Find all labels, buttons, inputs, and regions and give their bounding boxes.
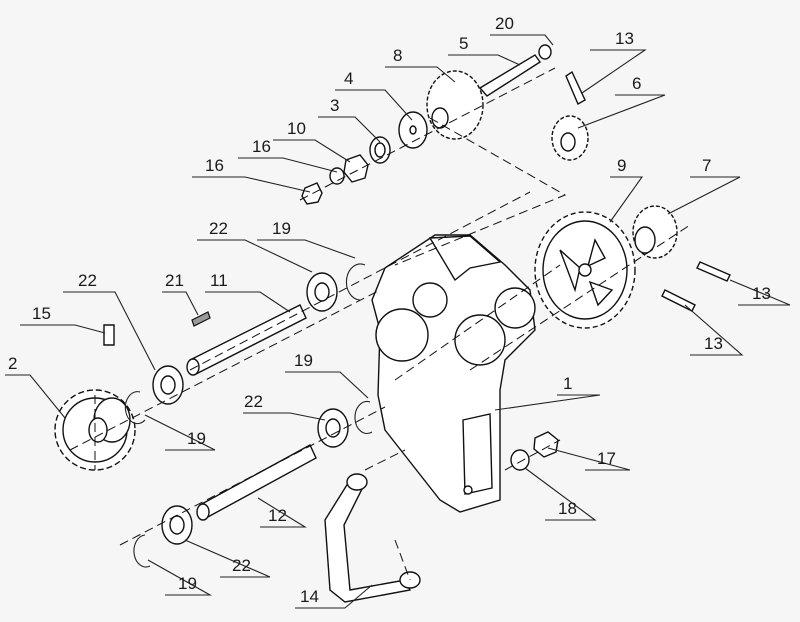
callout-leaders	[5, 34, 791, 609]
washer-part-18	[510, 449, 530, 471]
shaft-part-12	[196, 444, 317, 521]
callout-label: 5	[459, 34, 468, 53]
washer-part-3	[369, 136, 391, 164]
callout-label: 8	[393, 46, 402, 65]
gear-part-7	[632, 205, 678, 259]
callout-label: 19	[187, 429, 206, 448]
callout-label: 18	[558, 499, 577, 518]
shaft-part-11	[186, 304, 307, 376]
callout-label: 22	[209, 219, 228, 238]
split-pin-part-13	[661, 289, 696, 312]
callout-label: 13	[615, 29, 634, 48]
callout-labels: 20 5 13 8 4 6 3 10 16 16 9 7 22 19 22 21…	[8, 14, 771, 606]
callout-label: 21	[165, 271, 184, 290]
callout-label: 22	[232, 556, 251, 575]
large-gear-part-9	[534, 211, 636, 329]
callout-label: 15	[32, 304, 51, 323]
bearing-part-22	[161, 505, 193, 545]
nut-part-16	[301, 167, 345, 205]
callout-label: 20	[495, 14, 514, 33]
washer-part-4	[398, 111, 428, 149]
nut-part-17	[533, 431, 559, 458]
callout-label: 4	[344, 69, 353, 88]
assembly-axes	[69, 67, 691, 581]
circlip-part-19	[124, 391, 146, 425]
key-part-21	[191, 311, 211, 327]
callout-label: 19	[294, 351, 313, 370]
bearing-part-22	[317, 408, 349, 448]
bracket-part-1	[371, 234, 536, 513]
bearing-part-22	[152, 365, 184, 405]
nipple-part-15	[103, 324, 115, 346]
callout-label: 3	[330, 96, 339, 115]
gear-part-8	[426, 70, 484, 140]
callout-label: 22	[78, 271, 97, 290]
callout-label: 16	[205, 156, 224, 175]
callout-label: 17	[597, 449, 616, 468]
callout-label: 13	[704, 334, 723, 353]
callout-label: 10	[287, 119, 306, 138]
gear-part-6	[551, 115, 589, 161]
circlip-part-19	[354, 400, 373, 435]
split-pin-part-13	[565, 70, 586, 105]
split-pin-part-13	[696, 261, 731, 282]
callout-label: 14	[300, 587, 319, 606]
callout-label: 7	[702, 156, 711, 175]
callout-label: 9	[617, 156, 626, 175]
callout-label: 1	[563, 374, 572, 393]
callout-label: 22	[244, 392, 263, 411]
callout-label: 19	[178, 574, 197, 593]
shaft-part-5	[478, 44, 552, 97]
callout-label: 16	[252, 137, 271, 156]
bearing-part-22	[306, 272, 338, 312]
nut-part-10	[343, 154, 369, 183]
circlip-part-19	[133, 534, 151, 568]
callout-label: 11	[210, 271, 228, 290]
circlip-part-19	[345, 263, 366, 301]
callout-label: 2	[8, 354, 17, 373]
lever-part-14	[324, 473, 421, 603]
callout-label: 12	[268, 506, 287, 525]
callout-label: 6	[632, 74, 641, 93]
callout-label: 19	[272, 219, 291, 238]
callout-label: 13	[752, 284, 771, 303]
